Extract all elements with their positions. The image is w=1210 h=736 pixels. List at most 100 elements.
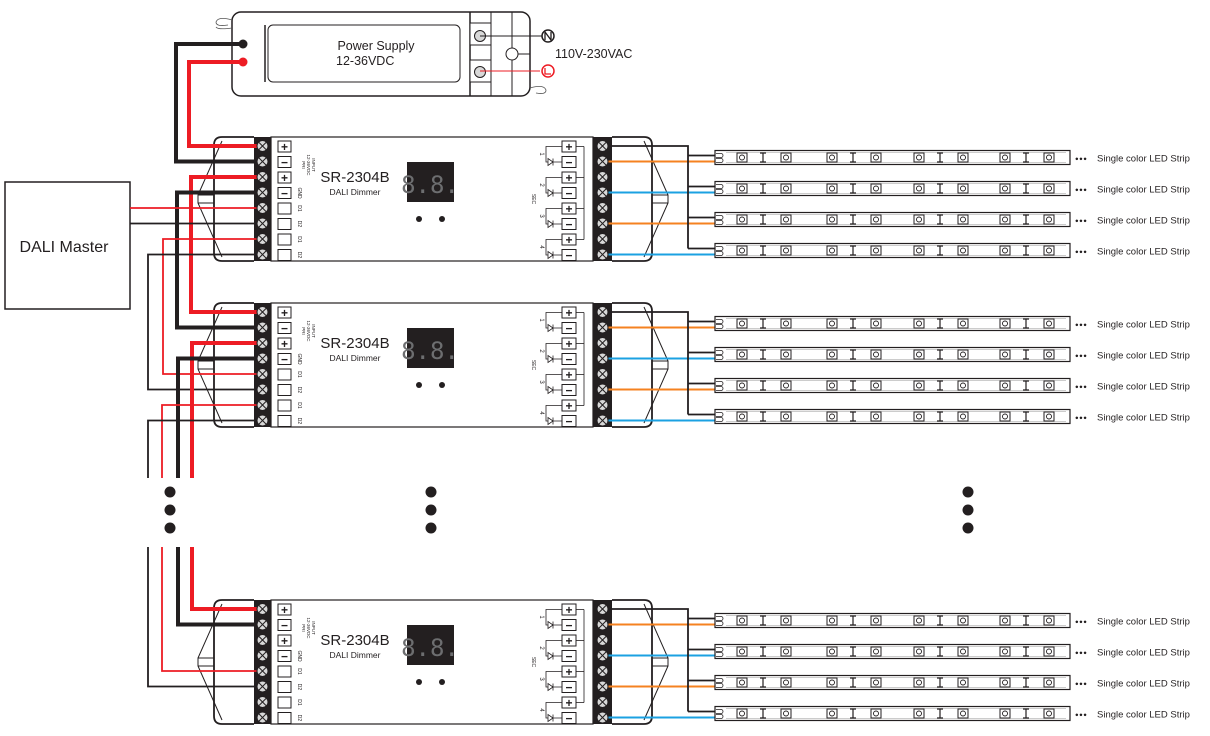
resistor-icon: [937, 615, 943, 626]
led-strip-label: Single color LED Strip: [1097, 679, 1190, 690]
led-chip-lens: [916, 413, 922, 420]
led-chip-lens: [739, 247, 745, 254]
polarity-sign: −: [281, 619, 288, 633]
display-readout: 8.8.: [401, 634, 459, 662]
screw-slot: [258, 605, 267, 613]
led-chip-lens: [829, 710, 835, 717]
channel-number: 1: [538, 615, 544, 619]
screw-slot: [258, 636, 267, 644]
polarity-sign: +: [565, 399, 572, 413]
input-terminal-label-box: [277, 306, 292, 319]
led-strip-label: Single color LED Strip: [1097, 413, 1190, 424]
led-chip-lens: [873, 154, 879, 161]
screw-terminal-icon: [256, 321, 269, 334]
led-chip-lens: [1002, 710, 1008, 717]
led-chip-icon: [826, 708, 838, 719]
led-chip-icon: [870, 183, 882, 194]
screw-terminal-icon: [596, 140, 609, 152]
led-chip-icon: [913, 708, 925, 719]
resistor-icon: [850, 214, 856, 225]
led-strip-label: Single color LED Strip: [1097, 648, 1190, 659]
led-chip-lens: [829, 648, 835, 655]
resistor-icon: [760, 708, 766, 719]
led-chip-lens: [783, 617, 789, 624]
bracket-bevel: [643, 603, 669, 721]
resistor-icon: [1023, 646, 1029, 657]
led-chip-lens: [873, 710, 879, 717]
solder-pad-icon: [716, 381, 724, 391]
screw-terminal-icon: [256, 337, 269, 349]
screw-terminal-icon: [596, 634, 609, 646]
screw-terminal-icon: [256, 368, 269, 380]
screw-terminal-icon: [596, 696, 609, 708]
common-positive-wire: [602, 608, 689, 712]
led-chip-icon: [826, 214, 838, 225]
channel-schematic: [545, 405, 562, 422]
led-chip-icon: [913, 677, 925, 688]
polarity-sign: −: [281, 187, 288, 201]
live-l-glyph: [544, 68, 551, 75]
power-chain-negative: [176, 547, 258, 627]
pri-label: PRI: [301, 624, 306, 632]
led-strip: ●●●Single color LED Strip: [714, 315, 1190, 332]
channel-number: 2: [538, 349, 544, 353]
resistor-icon: [1023, 214, 1029, 225]
polarity-sign: −: [565, 353, 572, 367]
led-strip: ●●●Single color LED Strip: [714, 149, 1190, 166]
input-terminal-label-box: [277, 249, 292, 261]
led-chip-lens: [873, 185, 879, 192]
solder-pad-icon: [716, 153, 724, 163]
led-chip-lens: [783, 413, 789, 420]
resistor-icon: [850, 411, 856, 422]
led-chip-icon: [957, 318, 969, 329]
continuation-indicators: [164, 486, 974, 534]
input-terminal-label-box: [277, 156, 292, 168]
neutral-n-glyph: [544, 30, 552, 42]
screw-terminal-icon: [596, 217, 609, 230]
led-chip-icon: [913, 152, 925, 163]
led-chip-lens: [916, 382, 922, 389]
screw-terminal-icon: [256, 352, 269, 365]
led-strip: ●●●Single color LED Strip: [714, 408, 1190, 425]
screw-terminal-icon: [596, 321, 609, 334]
channel-number: 2: [538, 183, 544, 187]
dali-master: DALI Master: [4, 181, 131, 310]
screw-terminal-icon: [596, 186, 609, 199]
led-chip-icon: [957, 152, 969, 163]
polarity-sign: −: [281, 650, 288, 664]
input-terminal-label-box: [277, 233, 292, 246]
channel-schematic: [545, 239, 562, 256]
led-chip-icon: [1043, 615, 1055, 626]
resistor-icon: [1023, 615, 1029, 626]
screw-slot: [598, 235, 607, 243]
screw-slot: [258, 682, 267, 691]
terminal-pin-label: D2: [296, 221, 302, 228]
solder-pad-icon: [716, 246, 724, 256]
led-chip-lens: [1046, 154, 1052, 161]
led-chip-icon: [870, 245, 882, 256]
screw-slot: [258, 698, 267, 706]
resistor-icon: [850, 349, 856, 360]
screw-terminal-icon: [256, 186, 269, 199]
input-terminal-label-box: [277, 399, 292, 412]
screw-slot: [598, 204, 607, 212]
led-chip-lens: [829, 413, 835, 420]
continuation-dot: [962, 522, 974, 534]
bracket-bevel: [197, 140, 223, 258]
screw-terminal-icon: [596, 171, 609, 183]
led-strip-body: [714, 315, 1071, 332]
resistor-icon: [1023, 708, 1029, 719]
screw-terminal-icon: [256, 155, 269, 168]
led-strip-body: [714, 149, 1071, 166]
display-readout: 8.8.: [401, 337, 459, 365]
polarity-sign: +: [281, 337, 288, 351]
resistor-icon: [850, 245, 856, 256]
screw-terminal-icon: [256, 711, 269, 724]
continuation-dots: ●●●: [1075, 354, 1087, 360]
mosfet-icon: [547, 250, 562, 260]
led-chip-icon: [1043, 411, 1055, 422]
led-chip-icon: [957, 183, 969, 194]
led-chip-lens: [960, 648, 966, 655]
input-terminal-label-box: [277, 696, 292, 709]
